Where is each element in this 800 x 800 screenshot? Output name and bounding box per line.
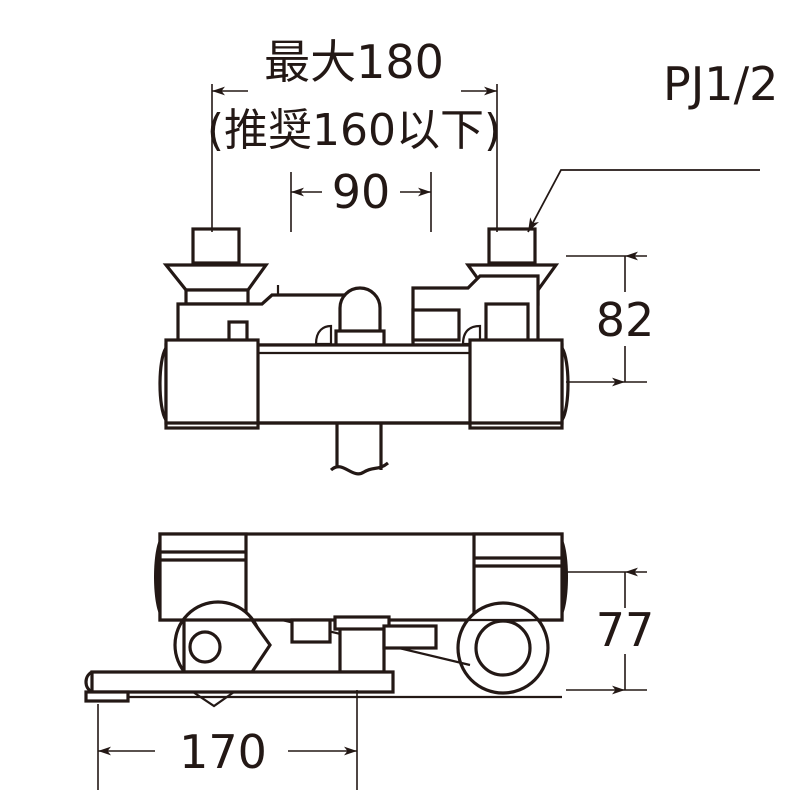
right-flange-circle-inner	[474, 619, 532, 677]
spout-break-line	[329, 461, 389, 476]
base-plate-notch	[192, 691, 235, 708]
dimension-label-overall-depth: 170	[179, 725, 267, 779]
dimension-label-projection-height: 77	[596, 603, 655, 657]
dimension-label-recommended-spacing: (推奨160以下)	[207, 105, 501, 156]
left-flange-collar	[184, 288, 250, 306]
left-flange-hole	[188, 630, 222, 664]
right-leg-stem	[484, 302, 530, 347]
dimension-maximum-spacing	[211, 84, 498, 232]
temperature-handle	[164, 338, 260, 430]
diverter-base	[334, 329, 386, 347]
right-flange-top-edge	[437, 618, 541, 623]
left-hex-nut	[191, 227, 241, 265]
dimension-projection-height	[566, 567, 647, 695]
pj-leader-line	[527, 169, 760, 233]
right-hex-nut	[487, 227, 537, 265]
right-leg-shoulder	[411, 308, 461, 342]
plan-small-fitting	[290, 618, 332, 644]
callout-label-thread-size: PJ1/2	[663, 57, 778, 111]
dimension-overall-depth	[97, 690, 358, 790]
dimension-label-body-height: 82	[596, 293, 655, 347]
plan-left-handle-end	[154, 538, 160, 616]
left-flange-cone	[162, 263, 270, 292]
plan-right-handle-end	[562, 538, 568, 616]
base-plate-foot	[84, 690, 130, 703]
plan-mounting-flanges	[173, 600, 550, 695]
dimension-center-spacing	[290, 172, 432, 232]
dimension-label-center-spacing: 90	[332, 165, 391, 219]
base-plate-body	[90, 670, 395, 694]
left-mounting-leg	[162, 227, 347, 347]
spout-outlet	[329, 423, 389, 476]
front-elevation-view	[158, 84, 760, 476]
plan-base-plate	[84, 670, 562, 708]
main-body-assembly	[158, 338, 570, 430]
dimension-body-height	[566, 251, 647, 387]
thread-callout-leader	[527, 169, 760, 233]
right-handle-end	[560, 347, 570, 421]
right-mounting-leg	[411, 227, 560, 347]
top-plan-view	[84, 532, 647, 790]
left-curved-fitting	[314, 324, 333, 346]
flow-handle	[468, 338, 564, 430]
dimension-label-max-spacing: 最大180	[264, 35, 444, 89]
plan-nozzle-collar	[333, 615, 391, 631]
plan-center-nozzle	[290, 615, 438, 674]
left-handle-end	[158, 347, 168, 421]
plan-side-fitting	[382, 624, 438, 650]
